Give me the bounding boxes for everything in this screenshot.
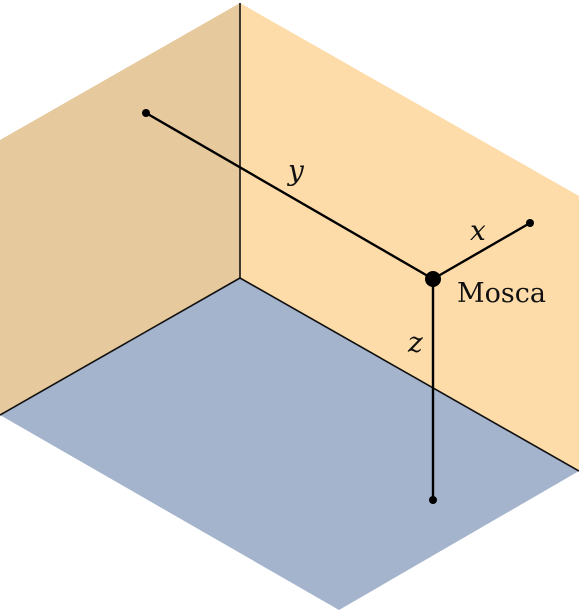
- right-wall: [240, 3, 579, 471]
- x-endpoint: [526, 219, 534, 227]
- x-distance-line: [432, 221, 531, 281]
- fly-point: [425, 271, 441, 287]
- y-endpoint: [142, 109, 150, 117]
- floor: [0, 278, 579, 610]
- z-axis-label: z: [407, 326, 423, 359]
- left-floor-edge: [0, 277, 241, 416]
- right-floor-edge: [239, 277, 579, 472]
- fly-label: Mosca: [457, 278, 546, 309]
- y-axis-label: y: [286, 154, 305, 187]
- x-axis-label: x: [470, 214, 486, 247]
- y-distance-line: [145, 111, 434, 281]
- z-endpoint: [429, 496, 437, 504]
